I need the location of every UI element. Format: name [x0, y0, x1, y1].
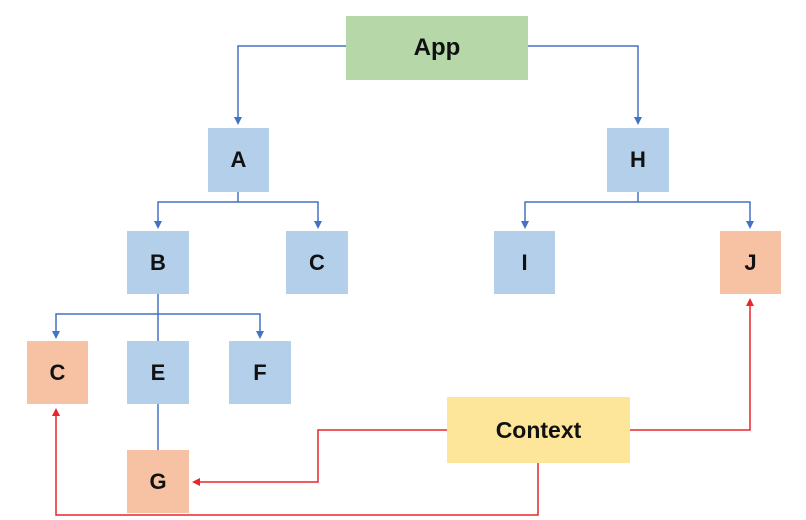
- edge-h-to-j: [638, 201, 754, 229]
- node-e: E: [127, 341, 189, 404]
- edge-h-to-i: [521, 201, 638, 229]
- node-f: F: [229, 341, 291, 404]
- node-c-top: C: [286, 231, 348, 294]
- node-context: Context: [447, 397, 630, 463]
- edge-b-to-c: [52, 313, 158, 339]
- edge-context-to-c: [52, 408, 539, 516]
- node-h: H: [607, 128, 669, 192]
- node-app: App: [346, 16, 528, 80]
- node-a: A: [208, 128, 269, 192]
- edge-context-to-j: [630, 298, 754, 431]
- node-g: G: [127, 450, 189, 513]
- edge-app-to-h: [528, 45, 642, 125]
- node-b: B: [127, 231, 189, 294]
- edge-context-to-g: [192, 429, 447, 486]
- node-j: J: [720, 231, 781, 294]
- node-i: I: [494, 231, 555, 294]
- edge-b-to-f: [158, 313, 264, 339]
- node-c-bottom: C: [27, 341, 88, 404]
- edge-app-to-a: [234, 45, 346, 125]
- edge-a-to-c: [238, 201, 322, 229]
- edge-a-to-b: [154, 201, 238, 229]
